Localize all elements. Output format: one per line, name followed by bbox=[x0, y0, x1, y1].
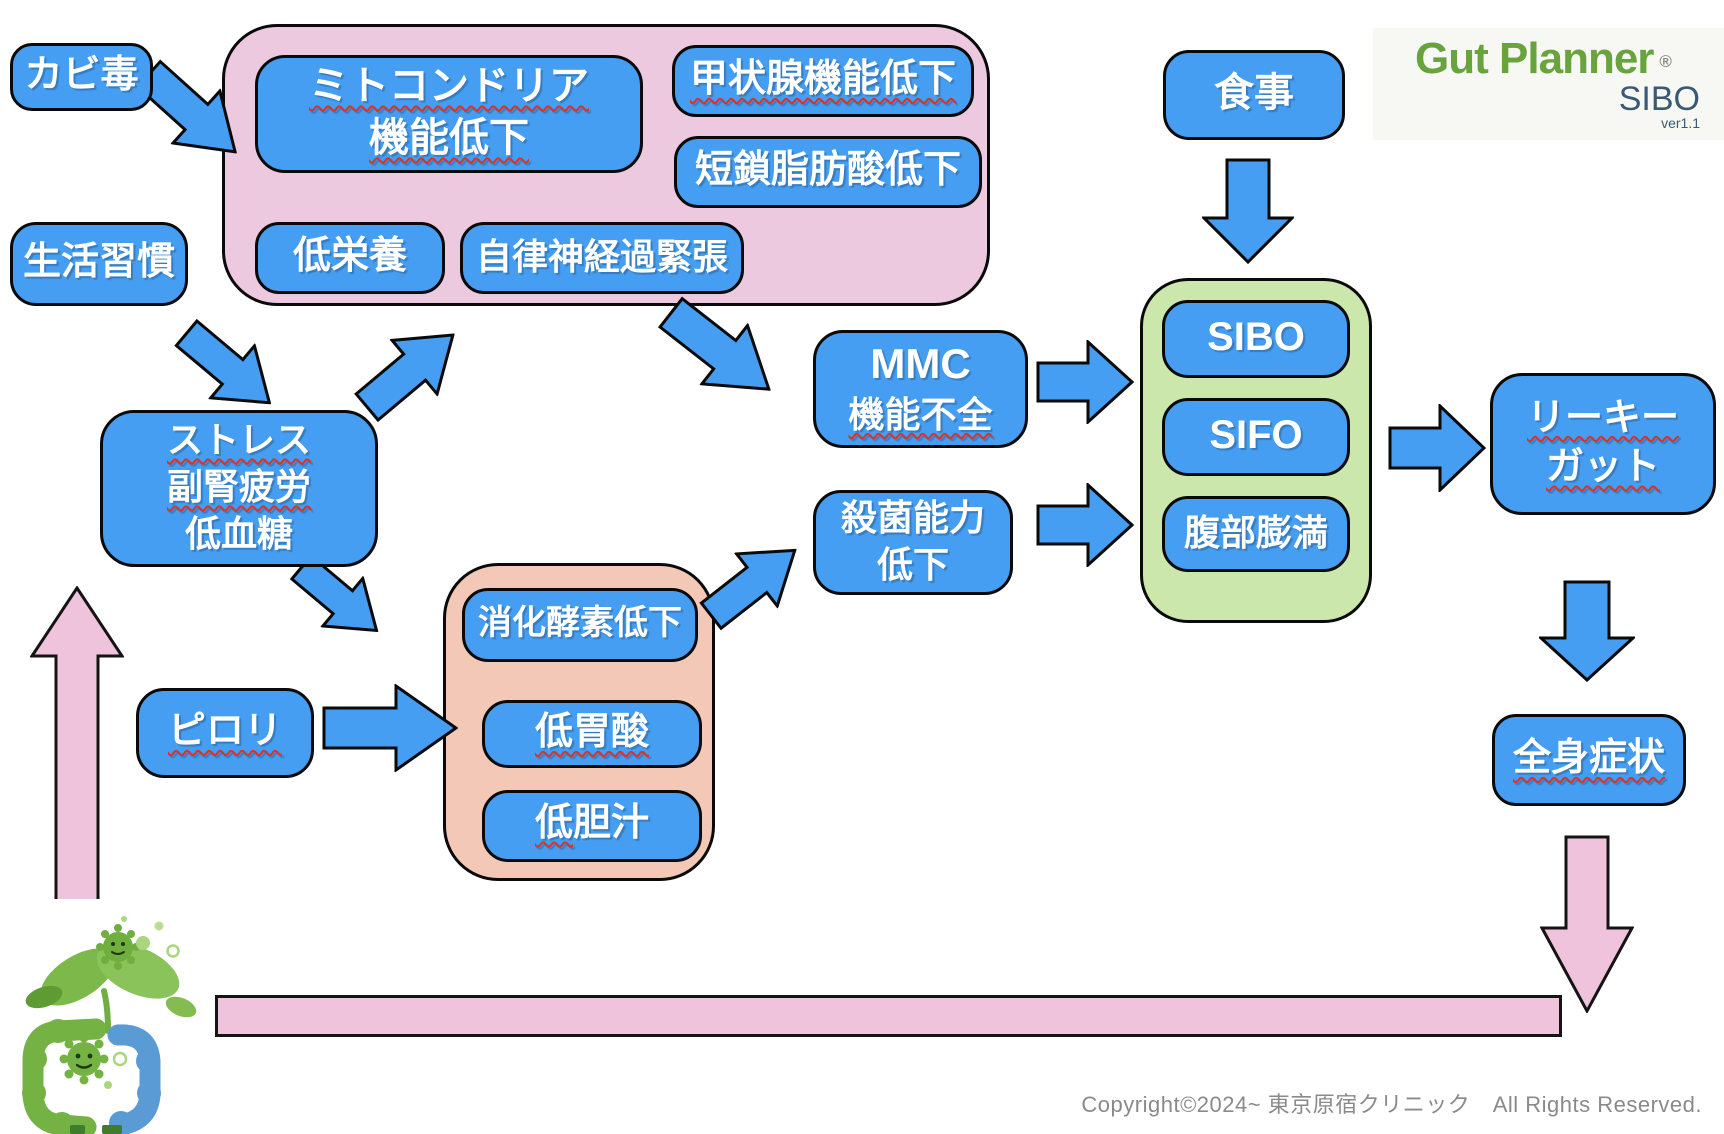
brand-name: Gut Planner bbox=[1415, 34, 1654, 83]
arrow-mmc-to-sibo-group bbox=[1036, 340, 1134, 424]
node-tansa-shibousan: 短鎖脂肪酸低下 bbox=[674, 136, 982, 208]
clinic-logo bbox=[0, 899, 215, 1134]
arrow-sakkin-to-sibo-group bbox=[1036, 483, 1134, 567]
node-seikatsu-shukan: 生活習慣 bbox=[10, 222, 188, 306]
gut-planner-brand: Gut Planner® SIBO ver1.1 bbox=[1373, 28, 1724, 140]
node-tei-tanju: 低胆汁 bbox=[482, 790, 702, 862]
node-kabidoku: カビ毒 bbox=[10, 43, 153, 111]
clinic-logo-image bbox=[22, 916, 197, 1134]
brand-product: SIBO bbox=[1618, 80, 1700, 118]
node-koujousen: 甲状腺機能低下 bbox=[672, 45, 974, 117]
arrow-group-to-mmc bbox=[646, 281, 795, 421]
leaf-icon bbox=[25, 943, 197, 1034]
microbe-icon bbox=[59, 924, 140, 1085]
node-sifo: SIFO bbox=[1162, 398, 1350, 476]
node-shokuji: 食事 bbox=[1163, 50, 1345, 140]
node-mmc: MMC 機能不全 bbox=[813, 330, 1028, 448]
node-jiritsu-shinkei: 自律神経過緊張 bbox=[460, 222, 744, 294]
cutoff-text bbox=[70, 1125, 122, 1134]
feedback-bottom-bar bbox=[215, 995, 1562, 1037]
brand-title: Gut Planner® bbox=[1387, 34, 1700, 84]
node-zenshin: 全身症状 bbox=[1492, 714, 1686, 806]
node-leaky-gut: リーキー ガット bbox=[1490, 373, 1716, 515]
arrow-seikatsu-to-stress bbox=[162, 304, 294, 431]
node-sibo: SIBO bbox=[1162, 300, 1350, 378]
arrow-stress-to-digestion-group bbox=[279, 541, 400, 657]
node-shouka-kouso: 消化酵素低下 bbox=[462, 588, 698, 662]
node-sakkin: 殺菌能力 低下 bbox=[813, 490, 1013, 595]
arrow-shokuji-to-sibo-group bbox=[1202, 158, 1294, 264]
arrow-stress-to-mitochondria-group bbox=[342, 305, 478, 436]
bubbles-icon bbox=[104, 916, 180, 1089]
brand-version: ver1.1 bbox=[1661, 115, 1700, 131]
feedback-down-arrow bbox=[1540, 835, 1634, 1013]
copyright-text: Copyright©2024~ 東京原宿クリニック All Rights Res… bbox=[1081, 1092, 1702, 1117]
arrow-leaky-gut-to-zenshin bbox=[1539, 580, 1635, 682]
node-tei-eiyou: 低栄養 bbox=[255, 222, 445, 294]
node-fukubu-bouman: 腹部膨満 bbox=[1162, 496, 1350, 572]
node-stress: ストレス 副腎疲労 低血糖 bbox=[100, 410, 378, 567]
intestine-icon bbox=[22, 1018, 161, 1134]
arrow-sibo-group-to-leaky-gut bbox=[1388, 404, 1486, 492]
node-pylori: ピロリ bbox=[136, 688, 314, 778]
node-mitochondria: ミトコンドリア 機能低下 bbox=[255, 55, 643, 173]
arrow-pylori-to-digestion-group bbox=[322, 684, 458, 772]
arrow-digestion-to-sakkin bbox=[688, 522, 818, 645]
registered-mark-icon: ® bbox=[1659, 51, 1672, 71]
node-tei-isan: 低胃酸 bbox=[482, 700, 702, 768]
